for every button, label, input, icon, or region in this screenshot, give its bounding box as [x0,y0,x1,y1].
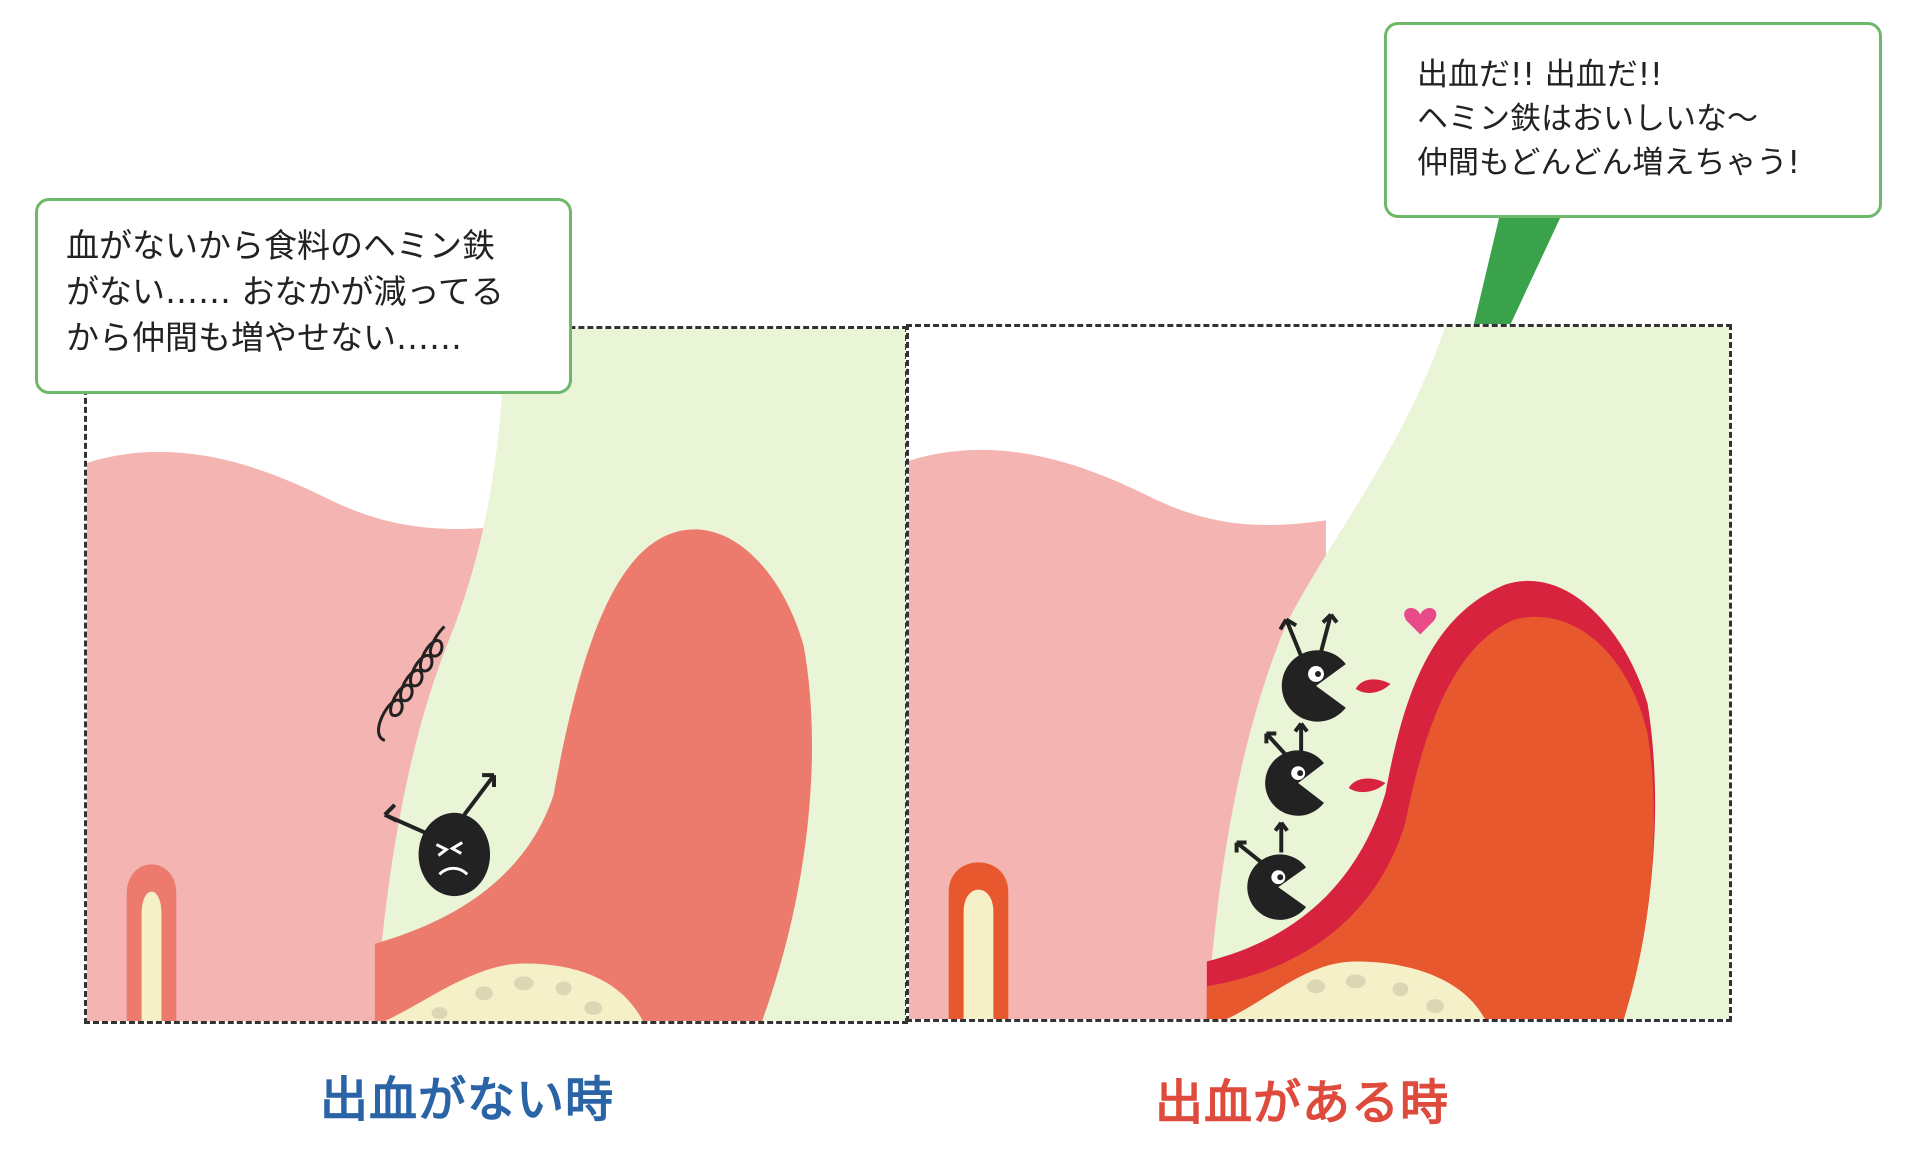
bone [384,963,643,1021]
panel-bleeding [906,324,1732,1022]
blood-drop [1348,778,1386,793]
speech-line: 血がないから食料のヘミン鉄 [66,226,495,265]
speech-line: 出血だ!! 出血だ!! [1417,57,1663,93]
inflamed-gum [1206,616,1654,1019]
caption-bleeding: 出血がある時 [1155,1075,1450,1131]
bacterium-eating [1234,821,1307,920]
speech-bubble-bleeding: 出血だ!! 出血だ!! ヘミン鉄はおいしいな～ 仲間もどんどん増えちゃう! [1384,22,1882,218]
panel-no-bleeding [84,326,908,1024]
gum-pocket [374,529,812,1021]
bacterium-eating [1264,722,1324,816]
speech-line: がない…… おなかが減ってる [66,272,504,311]
bone [1226,961,1485,1019]
speech-bubble-no-bleeding: 血がないから食料のヘミン鉄 がない…… おなかが減ってる から仲間も増やせない…… [35,198,572,394]
heart-icon [1404,608,1437,635]
speech-line: から仲間も増やせない…… [66,318,462,357]
bacterium-eating [1278,613,1346,722]
blood-drop [1355,679,1391,693]
hunger-squiggle-icon [377,625,446,742]
caption-no-bleeding: 出血がない時 [320,1072,615,1128]
gum-diagram-no-bleeding [87,329,905,1021]
bacterium-hungry [383,773,496,897]
blood-drop [1340,877,1376,892]
speech-line: 仲間もどんどん増えちゃう! [1417,145,1800,181]
speech-line: ヘミン鉄はおいしいな～ [1417,101,1758,137]
gum-diagram-bleeding [909,327,1729,1019]
